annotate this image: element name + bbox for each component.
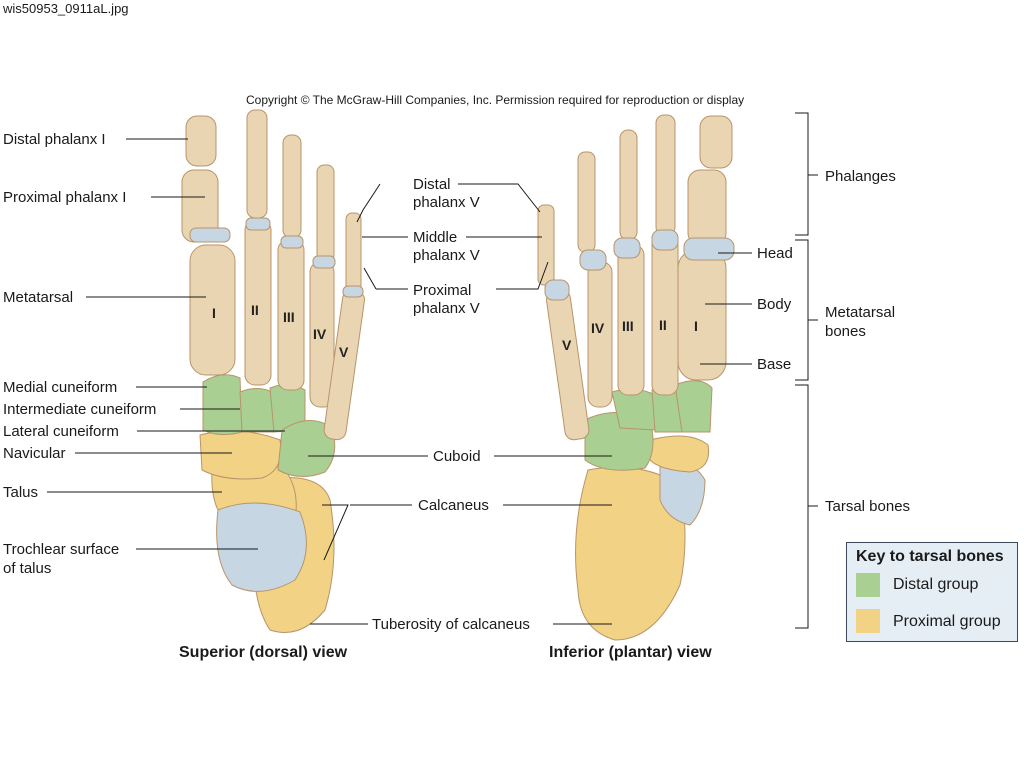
label-head: Head bbox=[757, 245, 793, 262]
label-navicular: Navicular bbox=[3, 445, 66, 462]
label-tarsal-bones: Tarsal bones bbox=[825, 498, 911, 515]
distal-group-swatch bbox=[856, 573, 880, 597]
left-medial-cuneiform bbox=[202, 374, 243, 436]
right-roman-3: III bbox=[622, 318, 634, 334]
left-cuboid bbox=[277, 420, 336, 477]
left-roman-5: V bbox=[339, 344, 349, 360]
right-foot bbox=[537, 114, 735, 641]
label-body: Body bbox=[757, 296, 792, 313]
right-roman-2: II bbox=[659, 317, 667, 333]
leader-lines bbox=[47, 112, 818, 629]
label-distal-phalanx-1: Distal phalanx I bbox=[3, 131, 106, 148]
label-trochlear-surface: Trochlear surface of talus bbox=[3, 541, 120, 577]
right-roman-5: V bbox=[562, 337, 572, 353]
caption-inferior-view: Inferior (plantar) view bbox=[549, 644, 712, 661]
right-metatarsal-1 bbox=[677, 249, 727, 381]
file-name: wis50953_0911aL.jpg bbox=[3, 1, 129, 16]
label-phalanges: Phalanges bbox=[825, 168, 896, 185]
right-roman-1: I bbox=[694, 318, 698, 334]
left-navicular bbox=[199, 430, 282, 480]
left-roman-3: III bbox=[283, 309, 295, 325]
key-distal-group: Distal group bbox=[893, 576, 979, 593]
label-metatarsal-bones: Metatarsal bones bbox=[825, 304, 896, 340]
copyright-notice: Copyright © The McGraw-Hill Companies, I… bbox=[246, 93, 745, 107]
label-metatarsal: Metatarsal bbox=[3, 289, 74, 306]
right-roman-4: IV bbox=[591, 320, 605, 336]
key-title: Key to tarsal bones bbox=[856, 548, 1004, 565]
label-talus: Talus bbox=[3, 484, 39, 501]
label-distal-phalanx-5: Distal phalanx V bbox=[413, 176, 480, 211]
label-calcaneus: Calcaneus bbox=[418, 497, 489, 514]
label-proximal-phalanx-5: Proximal phalanx V bbox=[413, 282, 480, 317]
right-metatarsal-2 bbox=[651, 234, 679, 396]
label-medial-cuneiform: Medial cuneiform bbox=[3, 379, 118, 396]
proximal-group-swatch bbox=[856, 609, 880, 633]
key-box: Key to tarsal bones Distal group Proxima… bbox=[846, 542, 1018, 642]
left-distal-phalanx-1 bbox=[185, 115, 217, 167]
key-proximal-group: Proximal group bbox=[893, 613, 1001, 630]
left-metatarsal-1 bbox=[189, 244, 236, 376]
label-tuberosity-of-calcaneus: Tuberosity of calcaneus bbox=[372, 616, 530, 633]
left-roman-2: II bbox=[251, 302, 259, 318]
left-trochlear-surface bbox=[216, 502, 307, 592]
right-navicular bbox=[649, 435, 710, 473]
label-proximal-phalanx-1: Proximal phalanx I bbox=[3, 189, 127, 206]
label-lateral-cuneiform: Lateral cuneiform bbox=[3, 423, 119, 440]
label-cuboid: Cuboid bbox=[433, 448, 481, 465]
label-intermediate-cuneiform: Intermediate cuneiform bbox=[3, 401, 157, 418]
label-middle-phalanx-5: Middle phalanx V bbox=[413, 229, 480, 264]
left-roman-4: IV bbox=[313, 326, 327, 342]
left-foot bbox=[181, 109, 365, 633]
right-cuneiform-medial bbox=[674, 380, 713, 433]
caption-superior-view: Superior (dorsal) view bbox=[179, 644, 348, 661]
left-intermediate-cuneiform bbox=[239, 388, 275, 433]
right-metatarsal-5 bbox=[546, 289, 590, 441]
left-roman-1: I bbox=[212, 305, 216, 321]
label-base: Base bbox=[757, 356, 792, 373]
